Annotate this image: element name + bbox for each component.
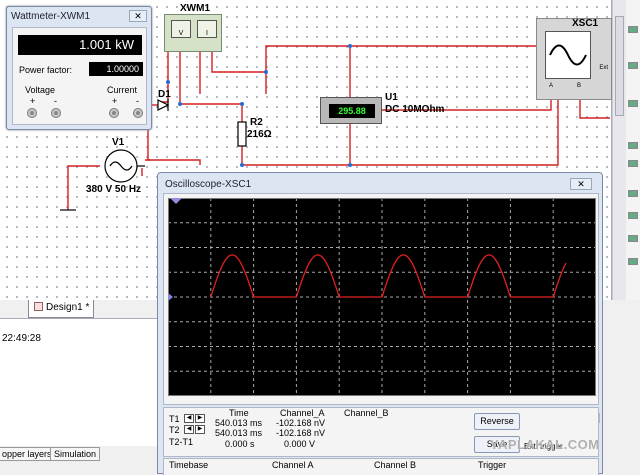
schematic-icon — [34, 302, 43, 311]
voltmeter-component[interactable]: 295.88 — [320, 97, 382, 124]
resistor-value-label: 216Ω — [247, 129, 272, 140]
save-button[interactable]: Save — [474, 436, 520, 453]
tab-copper-layers[interactable]: opper layers — [0, 447, 56, 461]
instrument-icon[interactable] — [628, 258, 638, 265]
t2-channel-a-value: -102.168 nV — [276, 428, 326, 438]
scope-settings-bar: Timebase Channel A Channel B Trigger — [163, 458, 599, 475]
tab-simulation[interactable]: Simulation — [50, 447, 101, 461]
voltmeter-display: 295.88 — [329, 104, 375, 118]
instrument-toolbar — [626, 0, 640, 300]
wattmeter-component[interactable]: V I — [164, 14, 222, 52]
scope-display-frame — [163, 193, 600, 423]
voltage-minus-label: - — [54, 96, 57, 106]
channel-a-trace — [210, 254, 567, 298]
current-minus-terminal[interactable] — [133, 108, 143, 118]
diode-ref-label: D1 — [158, 89, 171, 100]
current-minus-label: - — [136, 96, 139, 106]
wattmeter-panel: 1.001 kW Power factor: 1.00000 Voltage C… — [12, 27, 147, 125]
scope-sine-icon — [545, 31, 591, 79]
oscilloscope-window[interactable]: Oscilloscope-XSC1 ✕ T1 T2 T2-T1 ◀ ▶ ◀ ▶ … — [157, 172, 603, 475]
source-ref-label: V1 — [112, 137, 125, 148]
power-factor-label: Power factor: — [19, 65, 73, 75]
t1-channel-a-value: -102.168 nV — [276, 418, 326, 428]
reverse-button[interactable]: Reverse — [474, 413, 520, 430]
voltage-label: Voltage — [25, 85, 56, 95]
t2-left-arrow-icon[interactable]: ◀ — [184, 425, 194, 434]
tab-design1[interactable]: Design1 * — [28, 300, 94, 318]
t2t1-channel-a-value: 0.000 V — [284, 439, 316, 449]
workspace-vertical-scrollbar[interactable] — [612, 0, 626, 300]
t1-right-arrow-icon[interactable]: ▶ — [195, 414, 205, 423]
instrument-icon[interactable] — [628, 26, 638, 33]
close-icon[interactable]: ✕ — [129, 10, 147, 22]
instrument-icon[interactable] — [628, 142, 638, 149]
schematic-wires — [60, 44, 610, 211]
col-channel-a-header: Channel_A — [280, 408, 325, 418]
t2t1-time-value: 0.000 s — [225, 439, 255, 449]
scope-ref-label: XSC1 — [572, 18, 599, 29]
t2-label: T2 — [169, 425, 180, 435]
scope-channel-a-label: A — [549, 83, 554, 89]
t2-right-arrow-icon[interactable]: ▶ — [195, 425, 205, 434]
instrument-icon[interactable] — [628, 160, 638, 167]
oscilloscope-component[interactable]: Ext A B — [536, 18, 612, 100]
voltage-plus-terminal[interactable] — [27, 108, 37, 118]
instrument-icon[interactable] — [628, 190, 638, 197]
resistor-ref-label: R2 — [250, 117, 263, 128]
current-plus-terminal[interactable] — [109, 108, 119, 118]
scrollbar-thumb[interactable] — [615, 16, 624, 116]
voltage-minus-terminal[interactable] — [51, 108, 61, 118]
wattmeter-ref-label: XWM1 — [180, 3, 210, 14]
t1-left-arrow-icon[interactable]: ◀ — [184, 414, 194, 423]
voltmeter-mode-label: DC 10MOhm — [385, 104, 445, 115]
instrument-icon[interactable] — [628, 100, 638, 107]
source-value-label: 380 V 50 Hz — [86, 184, 142, 195]
channel-a-section-label: Channel A — [272, 460, 314, 470]
trigger-section-label: Trigger — [478, 460, 507, 470]
oscilloscope-window-title: Oscilloscope-XSC1 — [165, 179, 252, 190]
wattmeter-voltage-coil-icon: V — [171, 20, 191, 38]
watermark: YAPLAKAL.COM — [490, 437, 600, 452]
col-time-header: Time — [229, 408, 249, 418]
t2t1-label: T2-T1 — [169, 437, 194, 447]
ext-trigger-label: Ext. trigger — [524, 442, 563, 451]
scope-channel-b-label: B — [577, 83, 582, 89]
power-display: 1.001 kW — [18, 35, 142, 55]
bottom-tab-bar: opper layers Simulation — [0, 446, 160, 474]
log-panel: 22:49:28 — [0, 318, 160, 446]
channel-a-ground-marker — [168, 293, 173, 301]
scope-display[interactable] — [168, 198, 596, 396]
cursor-readout: T1 T2 T2-T1 ◀ ▶ ◀ ▶ Time Channel_A Chann… — [163, 407, 599, 457]
voltage-plus-label: + — [30, 96, 36, 106]
voltmeter-ref-label: U1 — [385, 92, 398, 103]
t1-time-value: 540.013 ms — [215, 418, 263, 428]
scope-ext-label: Ext — [599, 65, 608, 71]
wattmeter-window[interactable]: Wattmeter-XWM1 ✕ 1.001 kW Power factor: … — [6, 6, 152, 130]
t2-time-value: 540.013 ms — [215, 428, 263, 438]
timebase-section-label: Timebase — [169, 460, 209, 470]
log-time: 22:49:28 — [2, 333, 41, 344]
power-factor-value: 1.00000 — [89, 62, 143, 76]
cursor-t1-marker — [170, 198, 182, 204]
wattmeter-current-coil-icon: I — [197, 20, 217, 38]
t1-label: T1 — [169, 414, 180, 424]
wattmeter-window-title: Wattmeter-XWM1 — [11, 11, 91, 22]
close-icon[interactable]: ✕ — [570, 178, 592, 190]
channel-b-section-label: Channel B — [374, 460, 417, 470]
instrument-icon[interactable] — [628, 62, 638, 69]
col-channel-b-header: Channel_B — [344, 408, 389, 418]
instrument-icon[interactable] — [628, 212, 638, 219]
instrument-icon[interactable] — [628, 235, 638, 242]
current-label: Current — [107, 85, 138, 95]
current-plus-label: + — [112, 96, 118, 106]
